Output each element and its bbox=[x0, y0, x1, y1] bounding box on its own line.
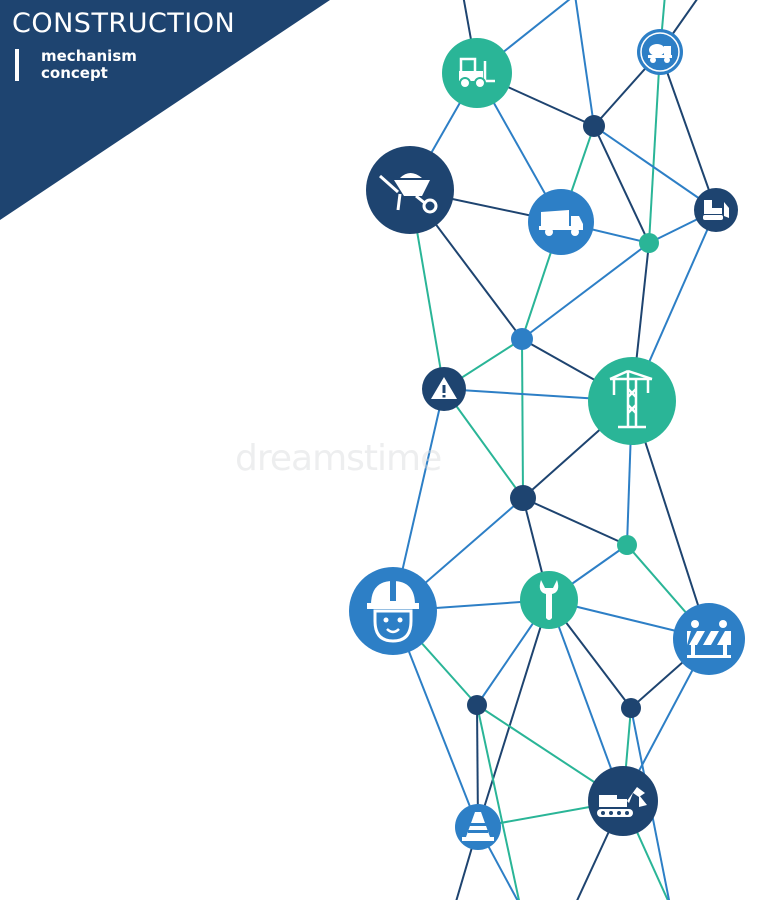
connection-line bbox=[521, 338, 524, 499]
cone-node bbox=[455, 804, 501, 850]
forklift-icon bbox=[459, 57, 495, 89]
bulldozer-node bbox=[694, 188, 738, 232]
connection-line bbox=[476, 704, 520, 900]
warning-icon bbox=[431, 377, 457, 399]
connection-line bbox=[548, 599, 624, 802]
connection-line bbox=[477, 599, 550, 828]
junction-node bbox=[617, 535, 637, 555]
wheelbarrow-icon bbox=[379, 173, 438, 214]
connection-line bbox=[648, 51, 661, 244]
junction-nodes bbox=[467, 115, 659, 718]
excavator-node bbox=[588, 766, 658, 836]
connection-line bbox=[593, 125, 650, 244]
traffic-cone-icon bbox=[462, 812, 494, 841]
subtitle-line-2: concept bbox=[41, 64, 108, 82]
connection-line bbox=[593, 125, 717, 211]
bulldozer-icon bbox=[703, 200, 729, 220]
crane-icon bbox=[609, 369, 653, 429]
truck-node bbox=[528, 189, 594, 255]
road-barrier-icon bbox=[687, 620, 731, 658]
barrier-node bbox=[673, 603, 745, 675]
title-accent-bar bbox=[15, 49, 19, 81]
subtitle-line-1: mechanism bbox=[41, 47, 137, 65]
warning-node bbox=[422, 367, 466, 411]
junction-node bbox=[511, 328, 533, 350]
dump-truck-icon bbox=[539, 210, 583, 236]
connection-line bbox=[443, 388, 524, 499]
mixer-node bbox=[637, 29, 683, 75]
excavator-icon bbox=[597, 787, 647, 817]
connection-line bbox=[522, 497, 628, 546]
junction-node bbox=[510, 485, 536, 511]
title-banner: CONSTRUCTION mechanism concept bbox=[0, 0, 330, 220]
forklift-node bbox=[442, 38, 512, 108]
concrete-mixer-icon bbox=[648, 44, 672, 63]
watermark: dreamstime bbox=[235, 438, 442, 479]
junction-node bbox=[583, 115, 605, 137]
connection-line bbox=[574, 0, 595, 127]
junction-node bbox=[467, 695, 487, 715]
junction-node bbox=[639, 233, 659, 253]
worker-helmet-icon bbox=[367, 581, 419, 643]
connection-line bbox=[659, 51, 717, 211]
connection-line bbox=[521, 242, 650, 340]
banner-shape bbox=[0, 0, 330, 220]
junction-node bbox=[621, 698, 641, 718]
wrench-node bbox=[520, 571, 578, 629]
page-title: CONSTRUCTION bbox=[12, 8, 236, 39]
crane-node bbox=[588, 357, 676, 445]
wrench-icon bbox=[539, 580, 559, 620]
wheelbarrow-node bbox=[366, 146, 454, 234]
worker-node bbox=[349, 567, 437, 655]
